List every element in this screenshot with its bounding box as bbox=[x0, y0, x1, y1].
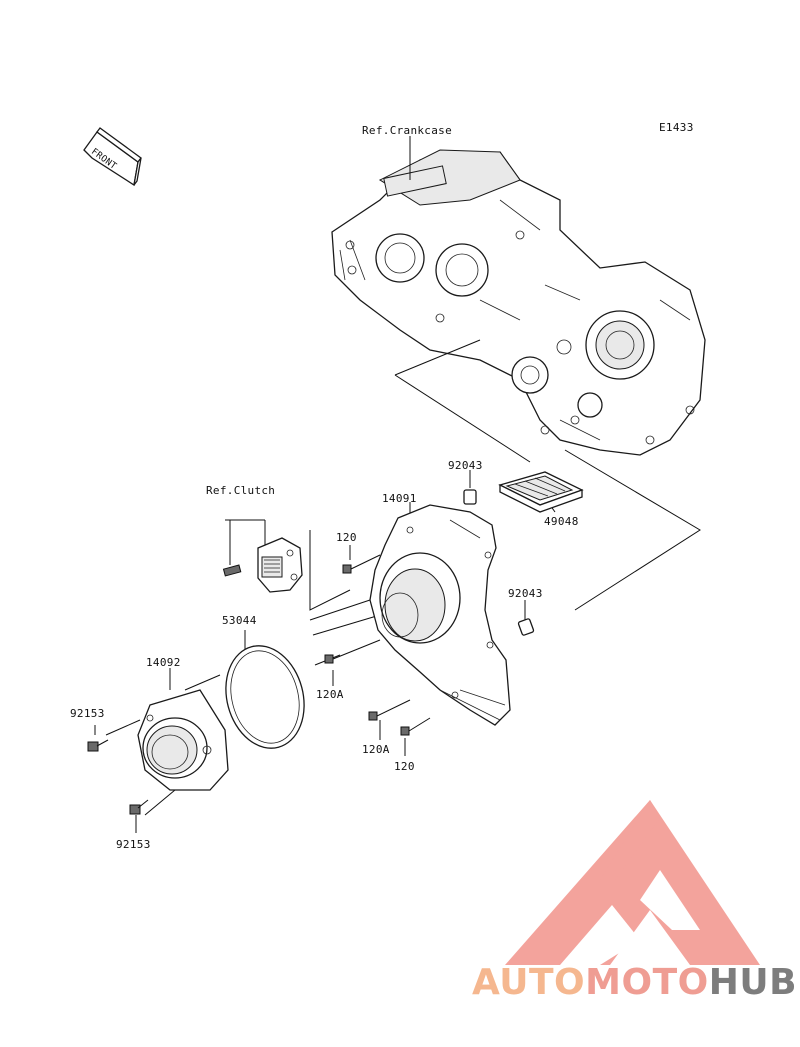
watermark-logo bbox=[505, 800, 760, 965]
dowel-92043-right bbox=[517, 618, 535, 636]
watermark-hub: HUB bbox=[708, 962, 798, 1003]
bolts-illustration bbox=[324, 554, 431, 736]
part-label-120-bottom[interactable]: 120 bbox=[394, 760, 415, 773]
part-label-120-top[interactable]: 120 bbox=[336, 531, 357, 544]
watermark-text: AUTOMOTOHUB bbox=[472, 962, 797, 1003]
gasket-53044-illustration bbox=[225, 645, 305, 749]
front-arrow-icon bbox=[83, 127, 142, 187]
watermark-auto: AUTO bbox=[472, 962, 586, 1003]
part-label-92153-bottom[interactable]: 92153 bbox=[116, 838, 151, 851]
part-label-92153-left[interactable]: 92153 bbox=[70, 707, 105, 720]
guide-49048-illustration bbox=[498, 471, 584, 513]
part-label-49048[interactable]: 49048 bbox=[544, 515, 579, 528]
reference-lines bbox=[94, 136, 701, 833]
cover-14091-illustration bbox=[369, 504, 511, 726]
diagram-code: E1433 bbox=[659, 121, 694, 134]
part-label-14091[interactable]: 14091 bbox=[382, 492, 417, 505]
part-label-53044[interactable]: 53044 bbox=[222, 614, 257, 627]
cover-14092-illustration bbox=[137, 689, 229, 791]
screw-92153-left bbox=[87, 741, 99, 752]
part-label-92043-top[interactable]: 92043 bbox=[448, 459, 483, 472]
watermark-moto: MOTO bbox=[585, 962, 709, 1003]
ref-clutch-label[interactable]: Ref.Clutch bbox=[206, 484, 276, 497]
crankcase-illustration bbox=[331, 149, 706, 456]
ref-crankcase-label[interactable]: Ref.Crankcase bbox=[362, 124, 452, 137]
clutch-release-illustration bbox=[222, 537, 303, 593]
screw-92153-bottom bbox=[129, 804, 141, 815]
part-label-92043-right[interactable]: 92043 bbox=[508, 587, 543, 600]
part-label-120A-bottom[interactable]: 120A bbox=[362, 743, 390, 756]
part-label-120A-left[interactable]: 120A bbox=[316, 688, 344, 701]
part-label-14092[interactable]: 14092 bbox=[146, 656, 181, 669]
dowel-92043-top bbox=[463, 489, 477, 505]
